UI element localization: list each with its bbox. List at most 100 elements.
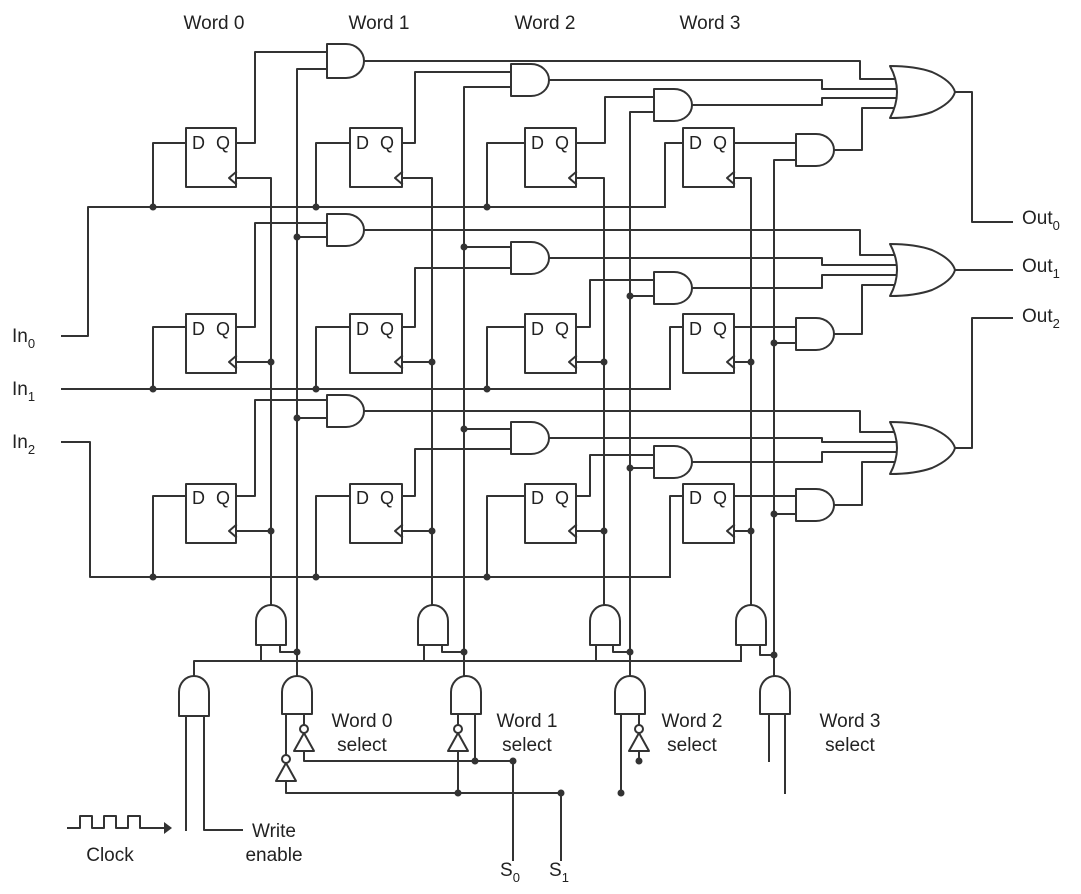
word-0-select-label: Word 0 [332, 711, 393, 732]
and-gate [653, 271, 693, 305]
svg-text:Q: Q [555, 319, 569, 339]
svg-text:D: D [356, 319, 369, 339]
s0-label: S0 [500, 860, 520, 885]
inverter [275, 762, 297, 782]
read-select-wires [296, 68, 797, 679]
svg-text:Q: Q [555, 488, 569, 508]
or-gate [889, 65, 956, 119]
inverter-bubble [453, 724, 463, 734]
input-label-0: In0 [12, 326, 35, 351]
and-gate [326, 43, 365, 79]
and-gate [653, 88, 693, 122]
write-enable-label: Write [252, 821, 296, 842]
svg-text:Q: Q [713, 319, 727, 339]
word-2-header: Word 2 [515, 13, 576, 34]
and-gate [326, 394, 365, 428]
svg-text:Q: Q [713, 133, 727, 153]
svg-text:Q: Q [216, 319, 230, 339]
control-and-gates [178, 675, 791, 717]
read-and-gates [326, 43, 835, 522]
svg-text:D: D [356, 133, 369, 153]
svg-text:D: D [192, 488, 205, 508]
word-0-header: Word 0 [184, 13, 245, 34]
svg-text:Q: Q [555, 133, 569, 153]
junction-dots [149, 203, 778, 797]
output-label-2: Out2 [1022, 306, 1060, 331]
s1-label: S1 [549, 860, 569, 885]
and-gate [255, 604, 287, 646]
and-gate [614, 675, 646, 715]
word-3-header: Word 3 [680, 13, 741, 34]
and-gate [735, 604, 767, 646]
inverter [628, 732, 650, 752]
inverter-bubble [299, 724, 309, 734]
word-1-header: Word 1 [349, 13, 410, 34]
svg-text:Q: Q [380, 133, 394, 153]
and-gate [795, 317, 835, 351]
svg-text:D: D [192, 133, 205, 153]
and-gate [510, 421, 550, 455]
output-wires [954, 91, 1013, 449]
write-and-gates [255, 604, 767, 646]
inverter-bubble [634, 724, 644, 734]
word-0-select-label-2: select [337, 735, 387, 756]
clock-wires [235, 177, 752, 606]
and-gate [589, 604, 621, 646]
svg-text:D: D [356, 488, 369, 508]
svg-text:D: D [531, 319, 544, 339]
word-3-select-label-2: select [825, 735, 875, 756]
svg-text:Q: Q [216, 133, 230, 153]
svg-text:D: D [192, 319, 205, 339]
clock-label: Clock [86, 845, 134, 866]
and-gate [417, 604, 449, 646]
word-1-select-label: Word 1 [497, 711, 558, 732]
and-gate [178, 675, 210, 717]
output-label-1: Out1 [1022, 256, 1060, 281]
or-gate [889, 243, 956, 297]
decoder-wires [285, 713, 786, 861]
write-enable-label-2: enable [245, 845, 302, 866]
and-gate [510, 63, 550, 97]
input-label-1: In1 [12, 379, 35, 404]
and-gate [281, 675, 313, 715]
word-2-select-label-2: select [667, 735, 717, 756]
or-gate [889, 421, 956, 475]
inverters [275, 724, 650, 782]
q-output-wires [235, 51, 797, 497]
and-gate [326, 213, 365, 247]
inverter [447, 732, 469, 752]
word-2-select-label: Word 2 [662, 711, 723, 732]
svg-text:D: D [531, 488, 544, 508]
d-input-wires [152, 142, 684, 578]
input-lines [61, 206, 671, 578]
word-1-select-label-2: select [502, 735, 552, 756]
output-label-0: Out0 [1022, 208, 1060, 233]
and-gate [653, 445, 693, 479]
and-gate [759, 675, 791, 715]
inverter-bubble [281, 754, 291, 764]
and-gate [795, 488, 835, 522]
svg-text:D: D [531, 133, 544, 153]
inverter [293, 732, 315, 752]
and-gate [510, 241, 550, 275]
svg-text:Q: Q [380, 319, 394, 339]
and-gate [450, 675, 482, 715]
clock-waveform-icon [67, 815, 172, 834]
svg-text:D: D [689, 319, 702, 339]
or-input-wires [363, 60, 903, 506]
